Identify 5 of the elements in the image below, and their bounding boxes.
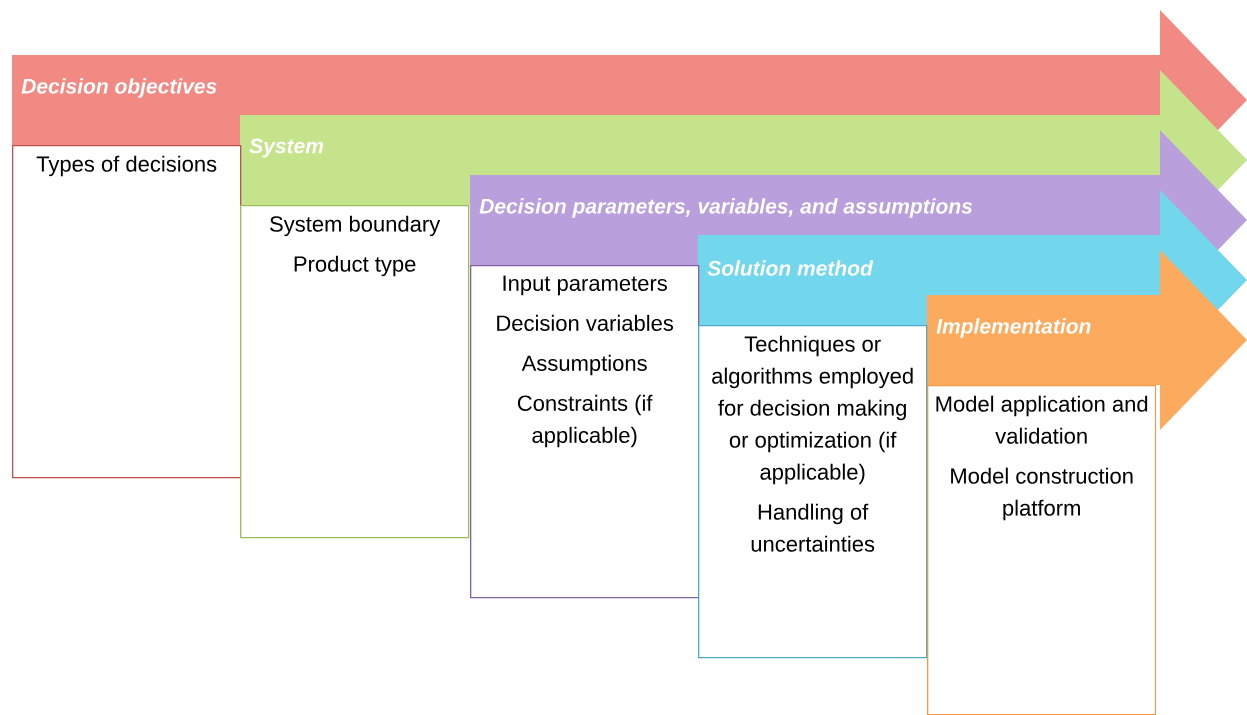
text-box: Techniques or algorithms employed for decision making or optimization (if applicable) Handling of uncertainties	[698, 325, 928, 659]
text-box: System boundary Product type	[240, 205, 470, 539]
text-box: Input parameters Decision variables Assumptions Constraints (if applicable)	[470, 265, 700, 599]
text-box: Types of decisions	[12, 145, 242, 479]
text-box: Model application and validation Model construction platform	[927, 385, 1157, 715]
